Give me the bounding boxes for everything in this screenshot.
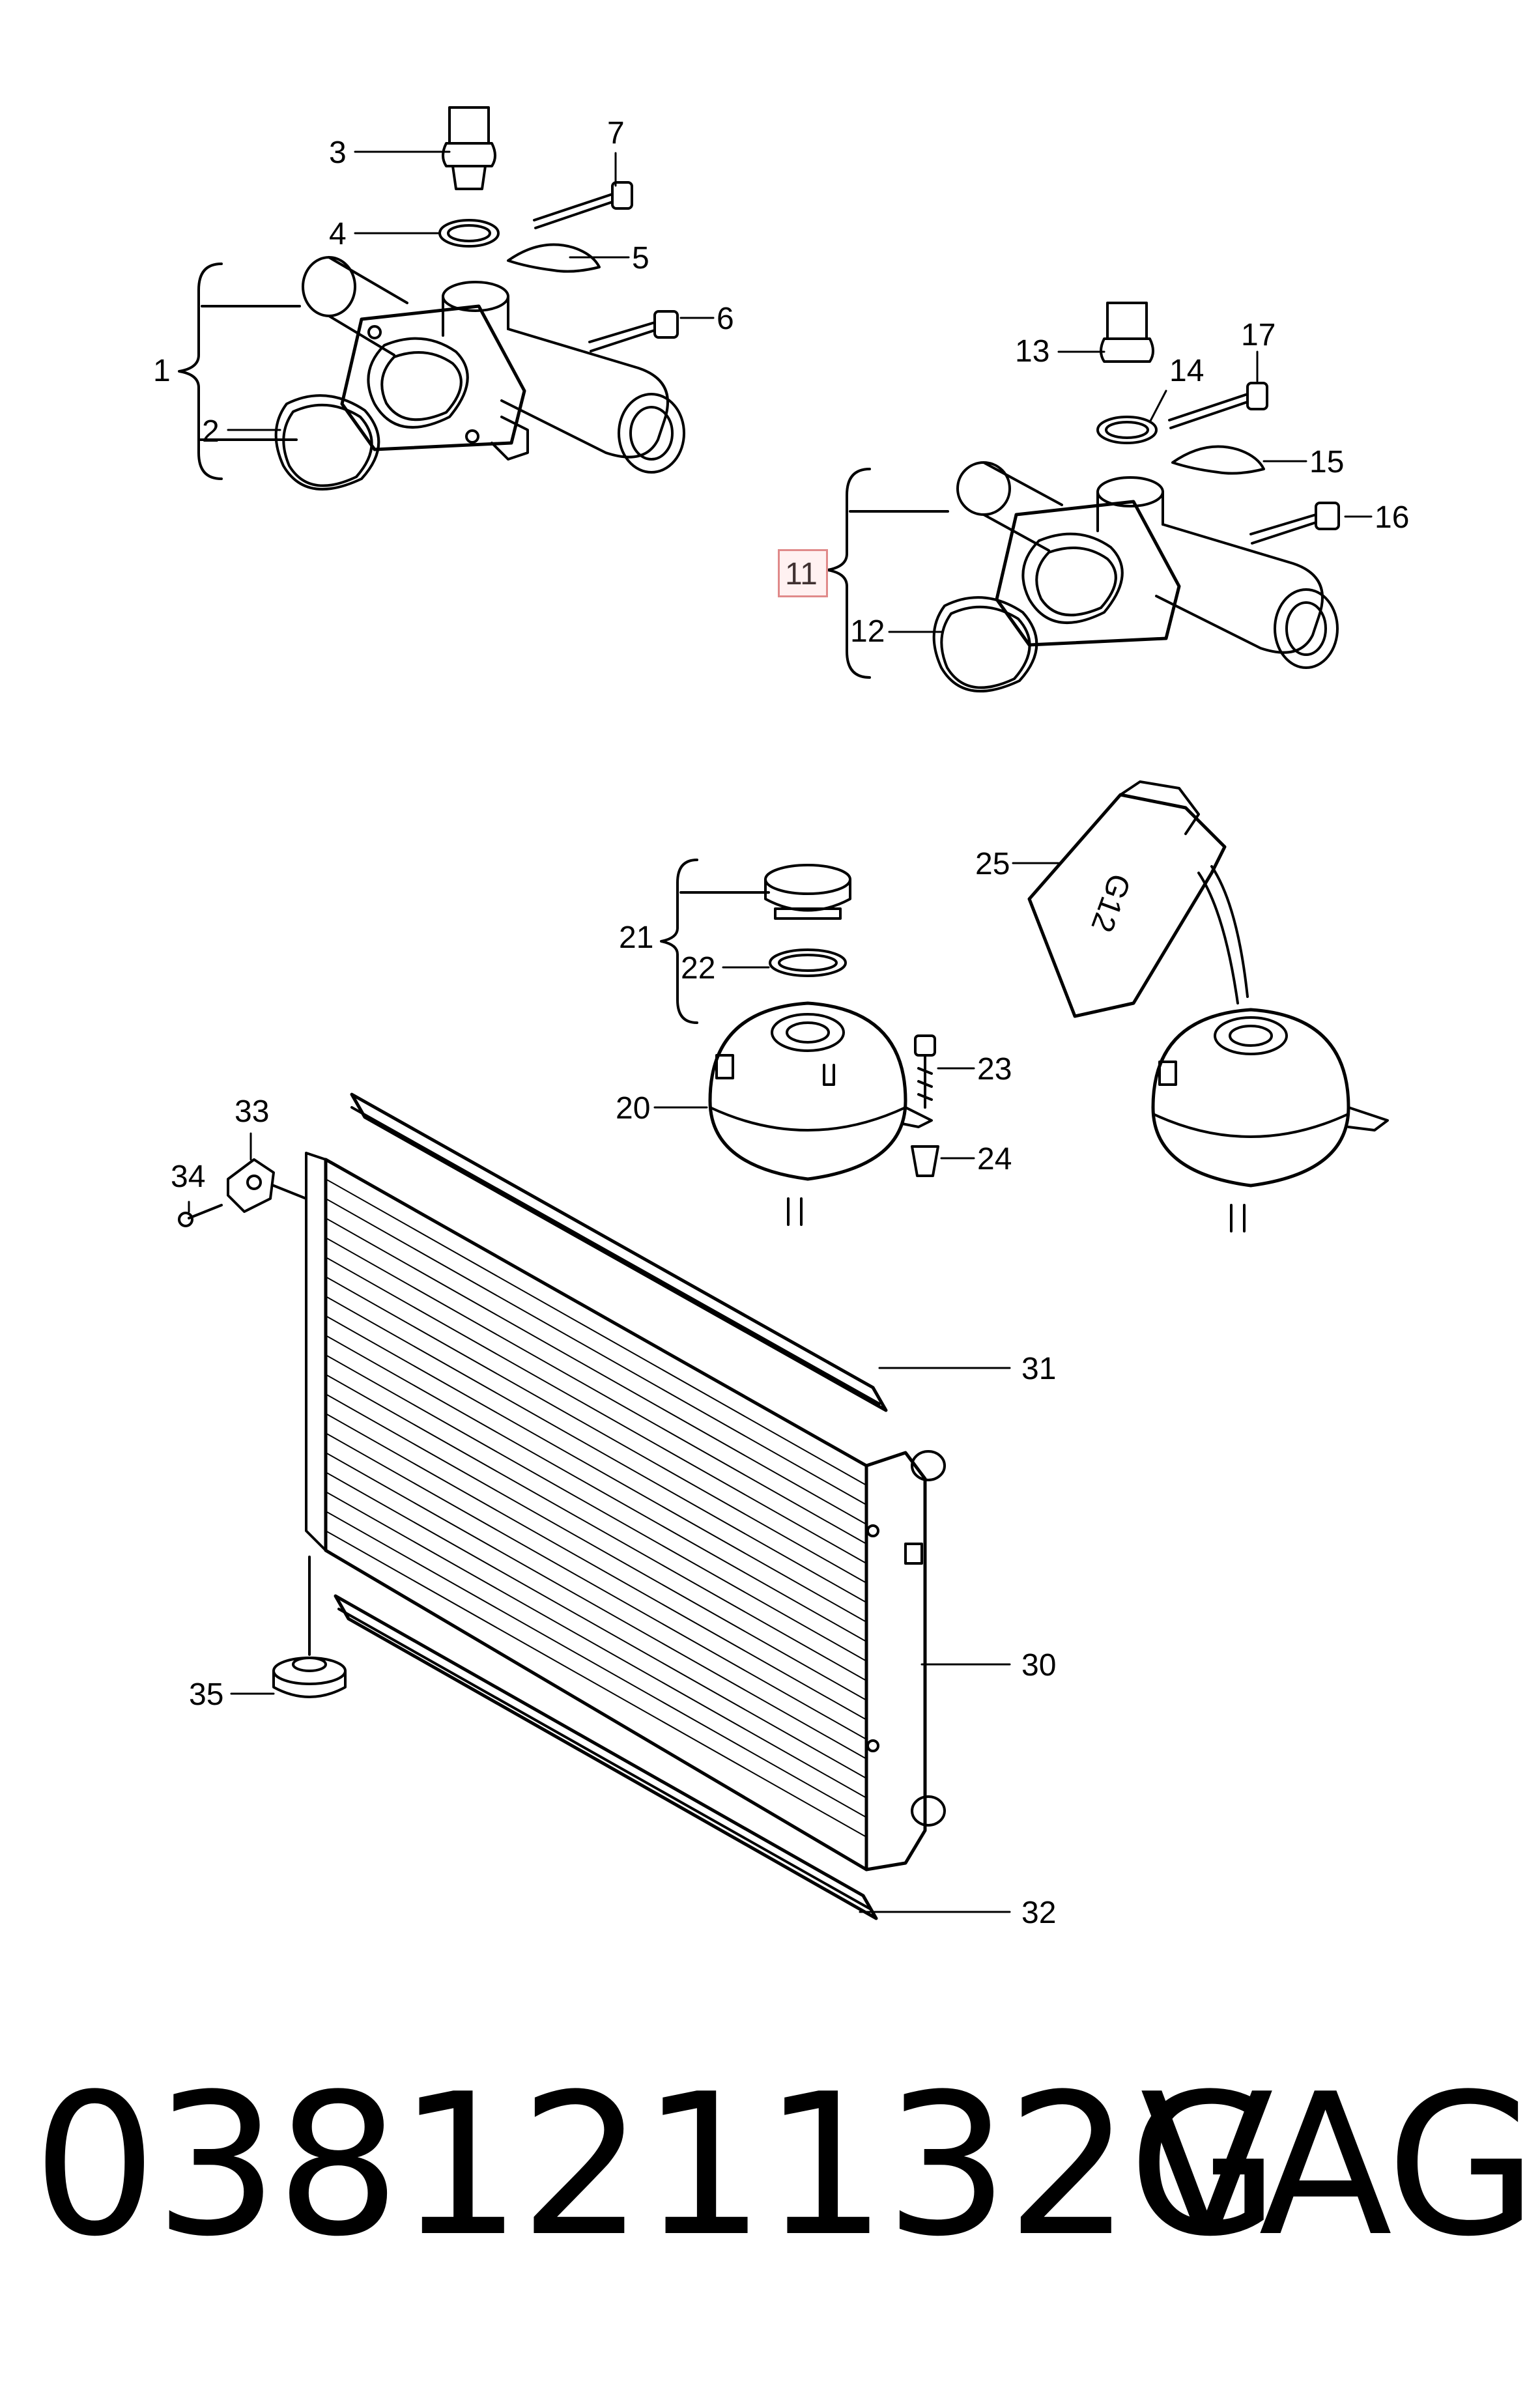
callout-7: 7	[607, 116, 625, 150]
callout-1: 1	[153, 354, 171, 388]
part-number: 038121132G	[33, 2052, 1279, 2279]
callout-35: 35	[189, 1677, 223, 1712]
brand-name: VAG	[1140, 2052, 1537, 2279]
callout-20: 20	[616, 1091, 650, 1126]
callout-4: 4	[329, 217, 347, 251]
callout-12: 12	[850, 614, 885, 649]
callout-3: 3	[329, 135, 347, 170]
callout-21: 21	[619, 920, 653, 955]
callout-25: 25	[975, 847, 1010, 881]
callout-24: 24	[977, 1142, 1012, 1176]
coolant-flange-11	[826, 302, 1340, 692]
callout-15: 15	[1309, 445, 1344, 479]
callout-30: 30	[1021, 1648, 1056, 1683]
coolant-flange-1	[178, 106, 685, 491]
callout-17: 17	[1241, 318, 1276, 352]
callout-13: 13	[1015, 334, 1049, 369]
callout-2: 2	[202, 414, 220, 449]
expansion-tank	[660, 859, 939, 1226]
callout-11: 11	[785, 557, 818, 591]
callout-6: 6	[717, 302, 734, 336]
callout-14: 14	[1169, 354, 1204, 388]
callout-31: 31	[1021, 1352, 1056, 1386]
coolant-bottle-g12: G12	[1027, 780, 1389, 1232]
bottle-label: G12	[1084, 869, 1137, 936]
callout-23: 23	[977, 1052, 1012, 1087]
callout-11-highlight	[778, 549, 828, 597]
callout-16: 16	[1375, 500, 1409, 535]
radiator	[178, 1092, 946, 1920]
callout-34: 34	[171, 1160, 205, 1194]
callout-22: 22	[681, 951, 715, 986]
leader-lines	[188, 150, 1373, 1913]
callout-labels: 3 4 5 6 7 1 2 11 12 13 14 15 16 17 20 21…	[153, 116, 1409, 1930]
callout-33: 33	[235, 1094, 269, 1129]
callout-32: 32	[1021, 1896, 1056, 1930]
callout-5: 5	[632, 241, 649, 276]
